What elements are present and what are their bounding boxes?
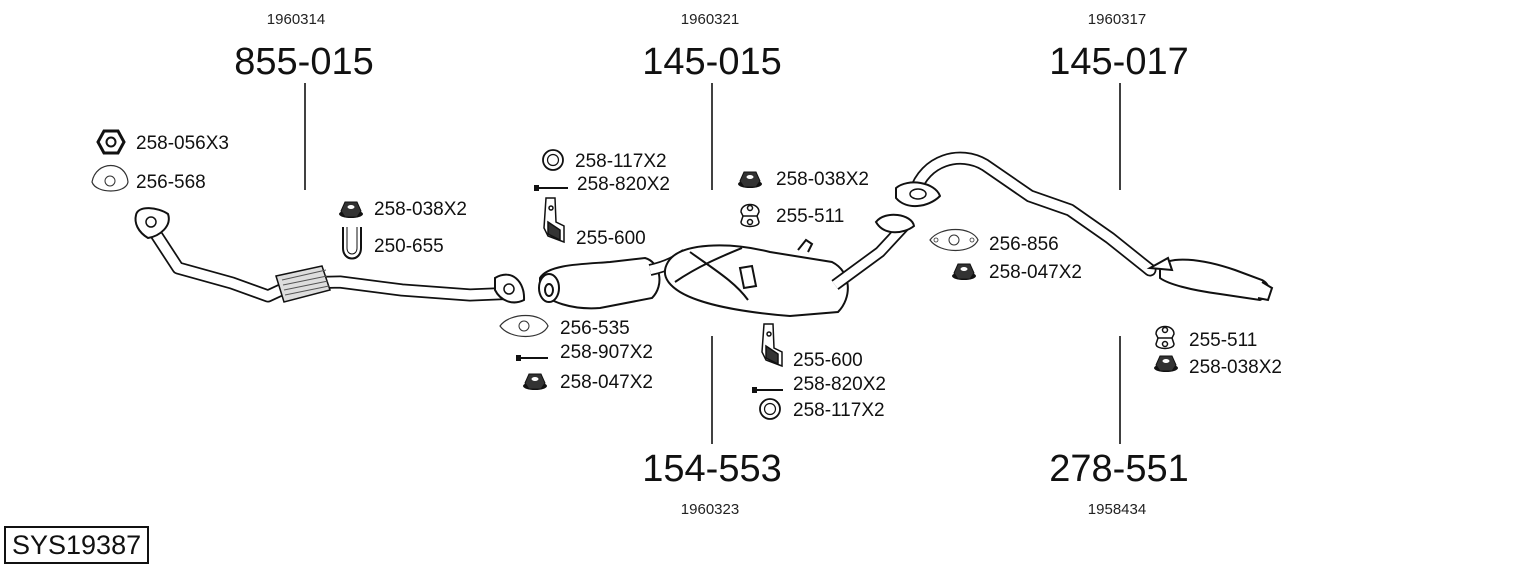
u-bolt-icon[interactable] (342, 227, 362, 260)
washer-icon[interactable] (542, 149, 564, 171)
rubber-mount-icon[interactable] (1155, 325, 1175, 350)
fitting-label-f17[interactable]: 258-117X2 (793, 400, 885, 421)
assembly-part-4[interactable]: 154-553 (642, 448, 781, 490)
fitting-label-f04[interactable]: 250-655 (374, 236, 444, 257)
fitting-label-f03[interactable]: 258-038X2 (374, 199, 467, 220)
pipe-flange-drawing (494, 273, 526, 304)
fitting-label-f14[interactable]: 258-047X2 (560, 372, 653, 393)
fitting-label-f09[interactable]: 255-511 (776, 206, 844, 227)
rear-pipe-drawing (895, 151, 1157, 277)
assembly-ref-5: 1958434 (1088, 501, 1146, 518)
hex-nut-icon[interactable] (96, 129, 126, 155)
assembly-part-1[interactable]: 855-015 (234, 41, 373, 83)
flange-nut-icon[interactable] (952, 263, 976, 280)
flange-nut-icon[interactable] (523, 373, 547, 390)
assembly-ref-1: 1960314 (267, 11, 325, 28)
assembly-ref-4: 1960323 (681, 501, 739, 518)
assembly-part-2[interactable]: 145-015 (642, 41, 781, 83)
fitting-label-f19[interactable]: 258-038X2 (1189, 357, 1282, 378)
fitting-label-f13[interactable]: 258-907X2 (560, 342, 653, 363)
rear-silencer-drawing (1146, 256, 1274, 302)
fitting-label-f16[interactable]: 258-820X2 (793, 374, 886, 395)
fitting-label-f05[interactable]: 258-117X2 (575, 151, 667, 172)
rubber-mount-icon[interactable] (740, 203, 760, 228)
fitting-label-f10[interactable]: 256-856 (989, 234, 1059, 255)
fitting-label-f06[interactable]: 258-820X2 (577, 174, 670, 195)
system-code-box: SYS19387 (4, 526, 150, 564)
flex-pipe-drawing (275, 265, 331, 303)
fitting-label-f18[interactable]: 255-511 (1189, 330, 1257, 351)
fitting-label-f11[interactable]: 258-047X2 (989, 262, 1082, 283)
bolt-icon[interactable] (516, 355, 548, 361)
washer-icon[interactable] (759, 398, 781, 420)
center-silencer-drawing (538, 249, 690, 310)
fitting-label-f07[interactable]: 255-600 (576, 228, 646, 249)
assembly-part-3[interactable]: 145-017 (1049, 41, 1188, 83)
gasket-icon[interactable] (91, 165, 129, 192)
flange-nut-icon[interactable] (1154, 355, 1178, 372)
fitting-label-f01[interactable]: 258-056X3 (136, 133, 229, 154)
fitting-label-f08[interactable]: 258-038X2 (776, 169, 869, 190)
fitting-label-f15[interactable]: 255-600 (793, 350, 863, 371)
bracket-icon[interactable] (761, 323, 783, 368)
bolt-icon[interactable] (534, 185, 568, 191)
gasket-icon[interactable] (499, 315, 549, 337)
assembly-ref-2: 1960321 (681, 11, 739, 28)
bracket-icon[interactable] (543, 197, 565, 244)
middle-box-drawing (663, 213, 916, 318)
flange-nut-icon[interactable] (339, 201, 363, 218)
flange-nut-icon[interactable] (738, 171, 762, 188)
assembly-part-5[interactable]: 278-551 (1049, 448, 1188, 490)
fitting-label-f02[interactable]: 256-568 (136, 172, 206, 193)
assembly-ref-3: 1960317 (1088, 11, 1146, 28)
bolt-icon[interactable] (752, 387, 783, 393)
fitting-label-f12[interactable]: 256-535 (560, 318, 630, 339)
gasket-icon[interactable] (929, 229, 979, 251)
